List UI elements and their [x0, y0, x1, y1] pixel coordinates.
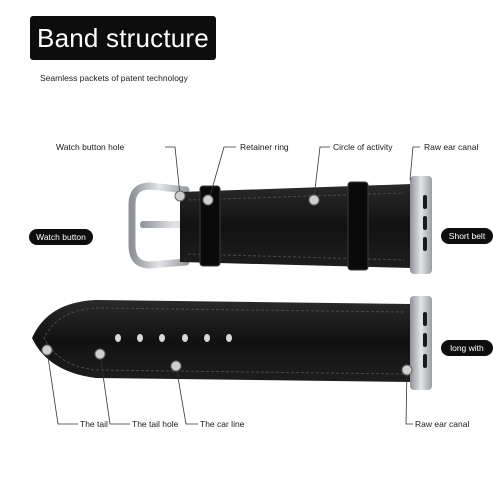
- tail-hole-2: [137, 334, 143, 342]
- label-watch-button: Watch button: [29, 229, 93, 245]
- marker-tail-hole: [94, 348, 106, 360]
- tail-hole-3: [159, 334, 165, 342]
- label-raw-ear-canal-bottom: Raw ear canal: [415, 419, 470, 429]
- marker-retainer-ring: [202, 194, 214, 206]
- retainer-ring-floating: [347, 181, 369, 271]
- marker-car-line: [170, 360, 182, 372]
- marker-watch-button-hole: [174, 190, 186, 202]
- tail-hole-6: [226, 334, 232, 342]
- short-strap: [128, 176, 432, 274]
- retainer-ring-fixed: [199, 185, 221, 267]
- label-the-tail-hole: The tail hole: [132, 419, 179, 429]
- marker-raw-ear-canal-bottom: [401, 364, 413, 376]
- page-title: Band structure: [30, 16, 216, 60]
- markers: [41, 190, 413, 376]
- lug-connector-top: [410, 176, 432, 274]
- label-long-with: long with: [441, 340, 493, 356]
- marker-tail: [41, 344, 53, 356]
- long-strap: [32, 296, 432, 390]
- label-the-car-line: The car line: [200, 419, 245, 429]
- leader-lines: [46, 146, 420, 425]
- marker-circle-of-activity: [308, 194, 320, 206]
- buckle: [128, 182, 190, 269]
- lug-connector-bottom: [410, 296, 432, 390]
- label-short-belt: Short belt: [441, 228, 493, 244]
- label-raw-ear-canal-top: Raw ear canal: [424, 142, 479, 152]
- label-the-tail: The tail: [80, 419, 108, 429]
- tail-hole-5: [204, 334, 210, 342]
- tail-hole-1: [115, 334, 121, 342]
- page-subtitle: Seamless packets of patent technology: [40, 73, 188, 83]
- label-watch-button-hole: Watch button hole: [56, 142, 125, 152]
- label-circle-of-activity: Circle of activity: [333, 142, 393, 152]
- label-retainer-ring: Retainer ring: [240, 142, 289, 152]
- tail-hole-4: [182, 334, 188, 342]
- long-strap-leather: [32, 300, 412, 382]
